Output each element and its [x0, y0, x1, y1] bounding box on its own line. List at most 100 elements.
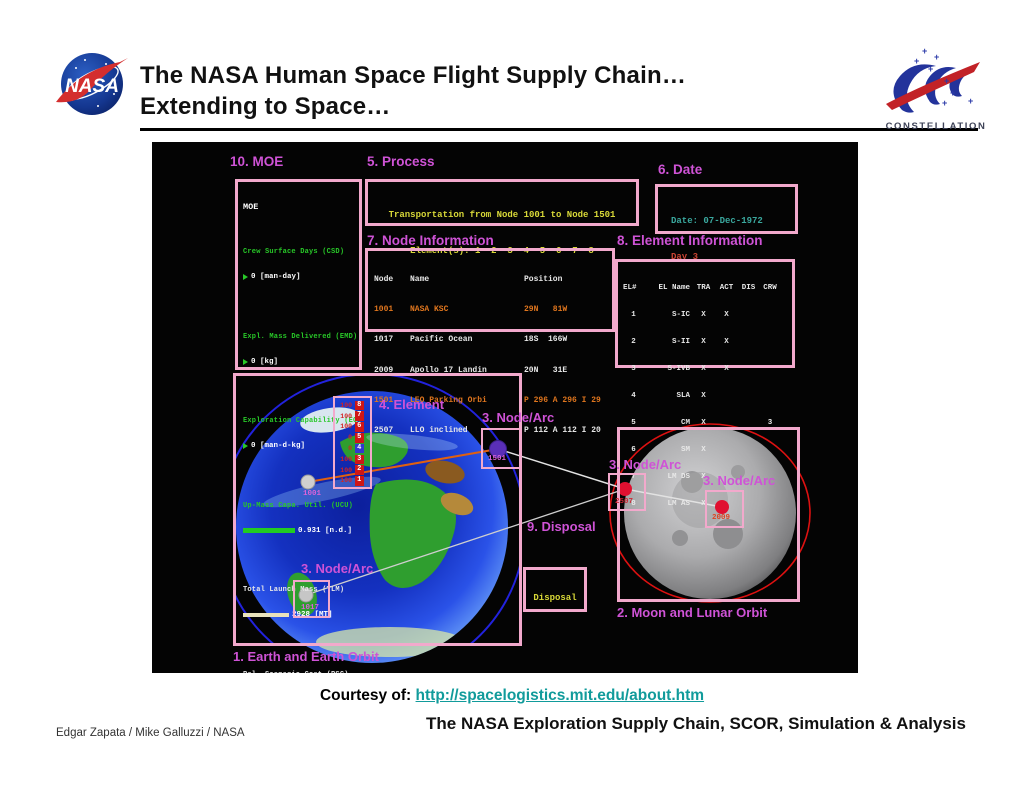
svg-text:+: + — [922, 46, 927, 56]
date-panel: Date: 07-Dec-1972 Day 3 — [655, 184, 798, 262]
lunar-orbit-arc — [609, 423, 811, 603]
nasa-meatball-logo: NASA — [56, 53, 128, 115]
moe-metric-tlm: Total Launch Mass (TLM) 2928 [MT] — [243, 586, 345, 619]
node-2507-dot — [618, 482, 632, 496]
courtesy-line: Courtesy of: http://spacelogistics.mit.e… — [0, 687, 1024, 705]
node-2009-dot — [715, 500, 729, 514]
svg-text:+: + — [968, 96, 973, 106]
day-value: Day 3 — [671, 252, 699, 262]
date-annotation: 6. Date — [658, 162, 703, 177]
svg-text:+: + — [944, 76, 949, 86]
node-table-header: Node Name Position — [374, 275, 563, 284]
date-value: Date: 07-Dec-1972 — [671, 216, 763, 226]
node-1501-box — [481, 428, 522, 469]
node-1501-label: 1501 — [488, 455, 507, 463]
disposal-box: Disposal — [523, 567, 587, 612]
disposal-text: Disposal — [533, 593, 577, 603]
bullet-arrow-icon — [243, 358, 248, 365]
constellation-label: CONSTELLATION — [885, 121, 987, 132]
courtesy-prefix: Courtesy of: — [319, 687, 412, 704]
node-2507-label: 2507 — [615, 498, 634, 506]
node-1501-dot — [489, 440, 507, 458]
earth-orbit-box — [233, 373, 522, 646]
moe-metric-emd: Expl. Mass Delivered (EMD) 0 [kg] — [243, 332, 358, 366]
metric-bar — [243, 612, 289, 618]
moe-metric-ec: Exploration Capability (EC) 0 [man-d-kg] — [243, 417, 362, 450]
process-annotation: 5. Process — [367, 154, 435, 169]
node-2507-box — [608, 473, 646, 511]
process-panel: Transportation from Node 1001 to Node 15… — [365, 179, 639, 256]
moe-panel: MOE Crew Surface Days (CSD) 0 [man-day] … — [235, 179, 362, 673]
node-arc-annotation-2009: 3. Node/Arc — [703, 473, 776, 488]
arc-1017-2507 — [305, 488, 626, 596]
moon-box-annotation: 2. Moon and Lunar Orbit — [617, 605, 768, 620]
node-2009-label: 2009 — [712, 514, 731, 522]
constellation-logo-icon: +++ +++ ++ — [886, 46, 980, 113]
svg-text:+: + — [950, 88, 955, 98]
element-annotation: 4. Element — [379, 397, 445, 412]
disposal-annotation: 9. Disposal — [527, 519, 596, 534]
moon-globe — [624, 427, 796, 599]
node-arc-annotation-1501: 3. Node/Arc — [482, 410, 555, 425]
orbit-scene — [234, 374, 811, 663]
moe-title: MOE — [243, 202, 259, 212]
metric-bar — [243, 528, 295, 533]
moe-metric-rsc: Rel. Scenario Cost (RSC) 1.18 [n.d.] — [243, 655, 354, 674]
page-title: The NASA Human Space Flight Supply Chain… — [140, 60, 686, 122]
node-2009-box — [705, 490, 744, 528]
process-line1: Transportation from Node 1001 to Node 15… — [388, 210, 616, 220]
svg-text:NASA: NASA — [65, 76, 119, 97]
moon-orbit-box — [617, 427, 800, 602]
node-1001-label: 1001 — [303, 490, 322, 498]
svg-text:+: + — [942, 98, 947, 108]
node-arc-annotation-2507: 3. Node/Arc — [609, 457, 682, 472]
title-underline — [140, 128, 978, 131]
node-1017-dot — [298, 587, 314, 603]
title-line2: Extending to Space… — [140, 93, 391, 120]
moe-metric-csd: Crew Surface Days (CSD) 0 [man-day] — [243, 248, 345, 281]
node-1017-label: 1017 — [301, 604, 320, 612]
spacelogistics-link[interactable]: http://spacelogistics.mit.edu/about.htm — [415, 687, 705, 704]
node-arc-annotation-1017: 3. Node/Arc — [301, 561, 374, 576]
node-info-annotation: 7. Node Information — [367, 233, 494, 248]
footer-title: The NASA Exploration Supply Chain, SCOR,… — [426, 714, 966, 733]
simulation-screenshot: 10. MOE MOE Crew Surface Days (CSD) 0 [m… — [152, 142, 858, 673]
element-table-header: EL# EL Name TRA ACT DIS CRW — [623, 284, 777, 292]
moe-annotation: 10. MOE — [230, 154, 284, 169]
author-credits: Edgar Zapata / Mike Galluzzi / NASA — [56, 727, 245, 739]
bullet-arrow-icon — [243, 443, 248, 449]
title-line1: The NASA Human Space Flight Supply Chain… — [140, 62, 687, 89]
element-info-annotation: 8. Element Information — [617, 233, 763, 248]
moe-metric-ucu: Up-Mass Capa. Util. (UCU) 0.931 [n.d.] — [243, 501, 354, 535]
bullet-arrow-icon — [243, 274, 248, 280]
arc-1001-1501 — [307, 448, 499, 483]
svg-text:+: + — [914, 56, 919, 66]
node-1017-box — [293, 580, 330, 618]
svg-text:+: + — [928, 64, 933, 74]
svg-text:+: + — [934, 52, 939, 62]
